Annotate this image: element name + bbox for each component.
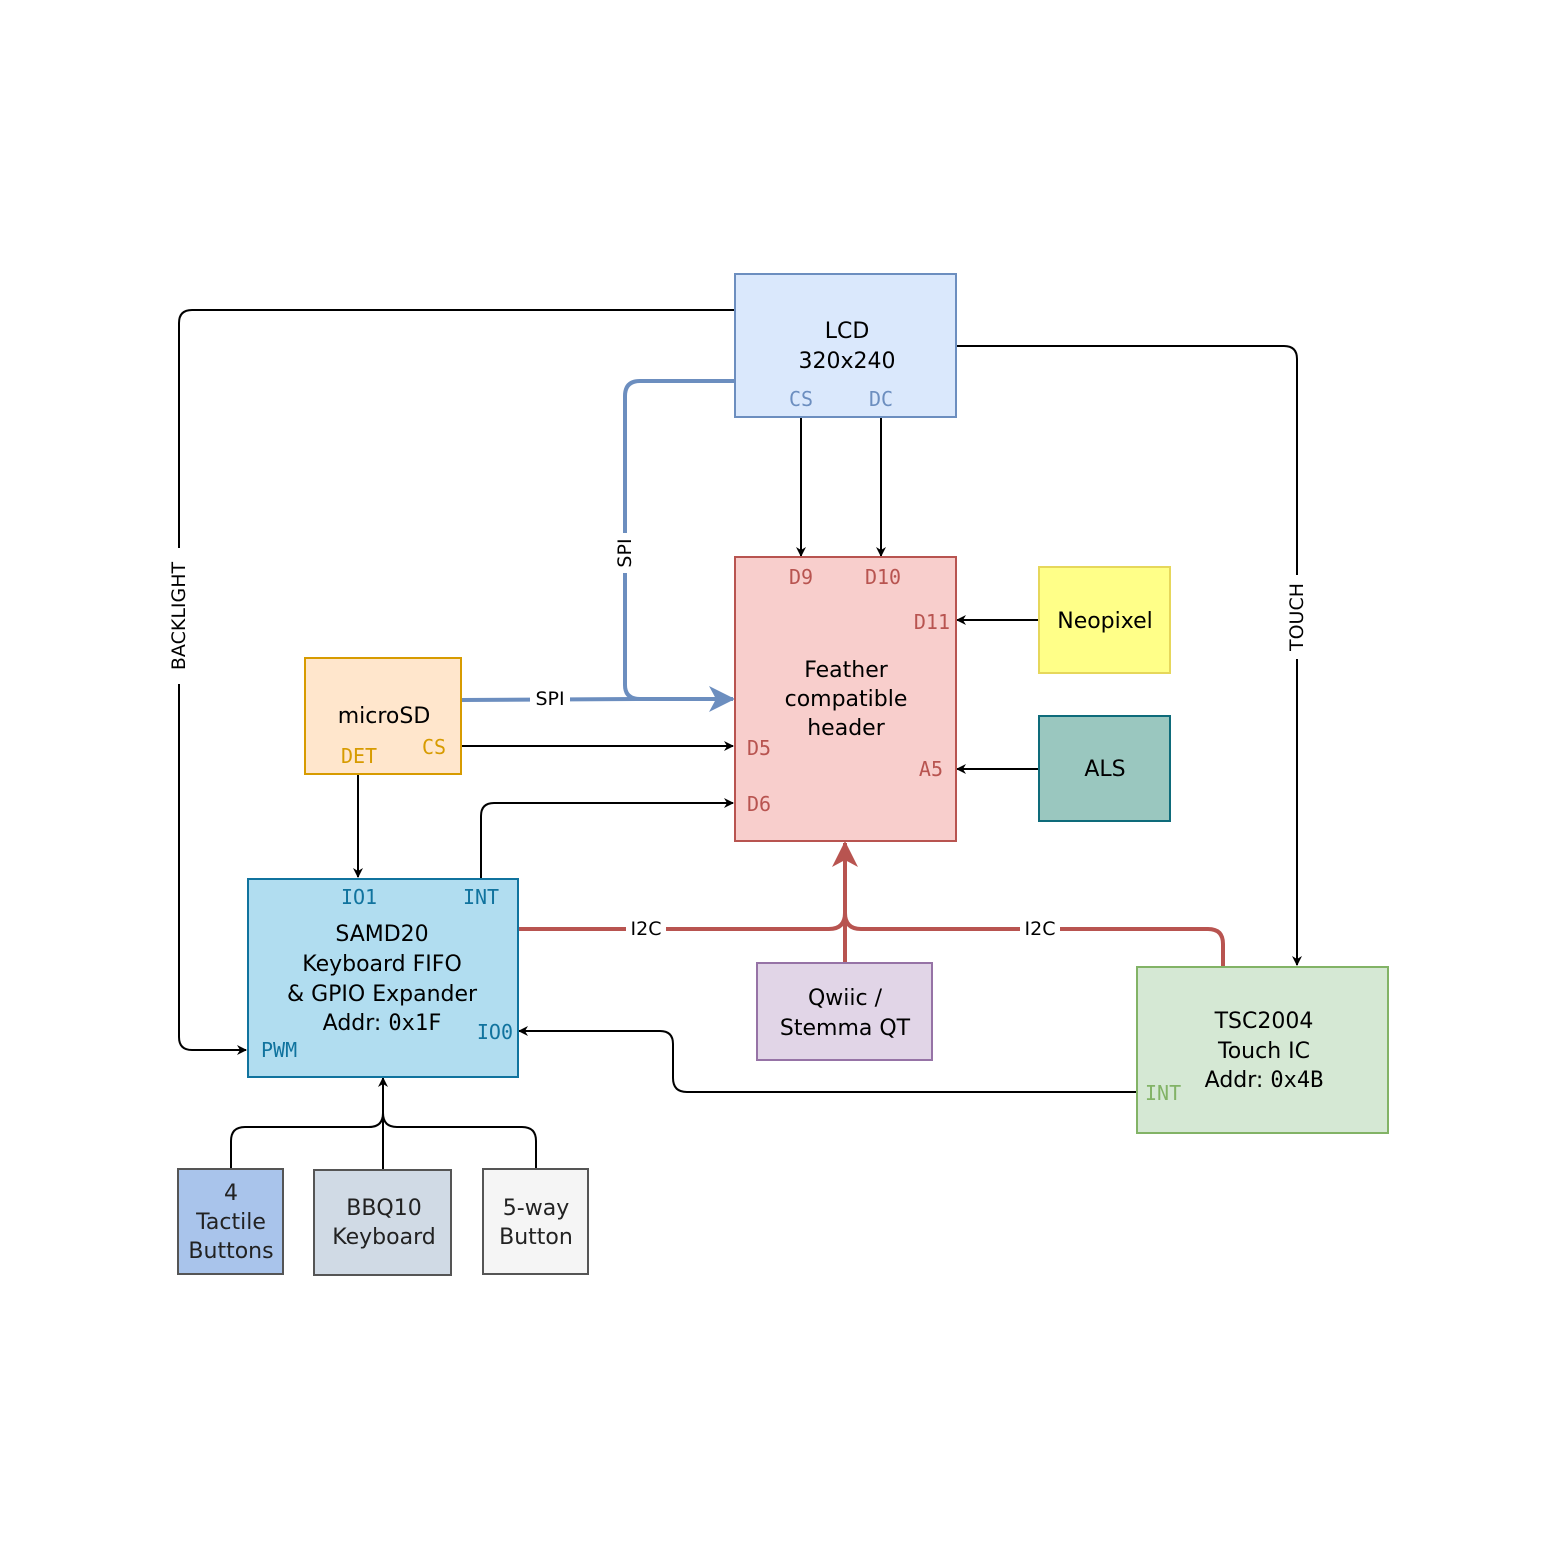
tactile-title-2: Tactile bbox=[195, 1210, 266, 1235]
microsd-pin-det: DET bbox=[341, 744, 377, 768]
qwiic-title-1: Qwiic / bbox=[808, 986, 883, 1011]
spi-lcd-connector bbox=[623, 379, 735, 712]
tactile-connector bbox=[230, 1112, 384, 1168]
lcd-node: LCD 320x240 CS DC bbox=[734, 273, 957, 418]
bbq-node: BBQ10 Keyboard bbox=[313, 1169, 452, 1276]
samd-pin-pwm: PWM bbox=[261, 1038, 297, 1062]
i2c-left-connector bbox=[519, 912, 847, 931]
samd-title-2: Keyboard FIFO bbox=[302, 952, 462, 977]
neopixel-title: Neopixel bbox=[1057, 609, 1153, 634]
edge-labels: BACKLIGHT TOUCH SPI SPI I2C I2C bbox=[167, 533, 1309, 940]
tsc-pin-int: INT bbox=[1145, 1081, 1181, 1105]
feather-pin-d6: D6 bbox=[747, 792, 771, 816]
als-node: ALS bbox=[1038, 715, 1171, 822]
touch-label: TOUCH bbox=[1286, 583, 1308, 652]
samd-addr-prefix: Addr: bbox=[323, 1011, 389, 1036]
samd-title-3: & GPIO Expander bbox=[287, 982, 478, 1007]
lcd-title: LCD bbox=[825, 319, 870, 344]
tactile-title-3: Buttons bbox=[188, 1239, 273, 1264]
tactile-node: 4 Tactile Buttons bbox=[177, 1168, 284, 1275]
tsc-int-connector bbox=[518, 1026, 1137, 1093]
way5-connector bbox=[382, 1112, 537, 1168]
lcd-pin-cs: CS bbox=[789, 387, 813, 411]
backlight-label: BACKLIGHT bbox=[168, 561, 190, 670]
microsd-title: microSD bbox=[338, 704, 431, 729]
samd-addr: Addr: 0x1F bbox=[323, 1011, 442, 1036]
bbq-title-1: BBQ10 bbox=[346, 1196, 422, 1221]
feather-node: Feather compatible header D9 D10 D11 D5 … bbox=[734, 556, 957, 842]
samd-pin-int: INT bbox=[463, 885, 499, 909]
qwiic-node: Qwiic / Stemma QT bbox=[756, 962, 933, 1061]
samd-node: SAMD20 Keyboard FIFO & GPIO Expander Add… bbox=[247, 878, 519, 1078]
lcd-pin-dc: DC bbox=[869, 387, 893, 411]
samd-title-1: SAMD20 bbox=[335, 922, 428, 947]
microsd-pin-cs: CS bbox=[422, 735, 446, 759]
i2c-right-label: I2C bbox=[1025, 918, 1056, 940]
neopixel-node: Neopixel bbox=[1038, 566, 1171, 674]
qwiic-title-2: Stemma QT bbox=[780, 1016, 911, 1041]
tsc-addr-value: 0x4B bbox=[1270, 1068, 1323, 1093]
microsd-node: microSD DET CS bbox=[304, 657, 462, 775]
tsc-title-2: Touch IC bbox=[1217, 1039, 1310, 1064]
way5-title-2: Button bbox=[499, 1225, 573, 1250]
bbq-title-2: Keyboard bbox=[332, 1225, 435, 1250]
feather-title-2: compatible bbox=[785, 687, 908, 712]
spi-lcd-label: SPI bbox=[614, 538, 636, 567]
lcd-resolution: 320x240 bbox=[798, 349, 895, 374]
feather-pin-d10: D10 bbox=[865, 565, 901, 589]
tsc-addr-prefix: Addr: bbox=[1205, 1068, 1271, 1093]
tsc-node: TSC2004 Touch IC Addr: 0x4B INT bbox=[1136, 966, 1389, 1134]
tsc-title-1: TSC2004 bbox=[1214, 1009, 1314, 1034]
feather-pin-d9: D9 bbox=[789, 565, 813, 589]
tsc-addr: Addr: 0x4B bbox=[1205, 1068, 1324, 1093]
samd-pin-io1: IO1 bbox=[341, 885, 377, 909]
way5-node: 5-way Button bbox=[482, 1168, 589, 1275]
i2c-left-label: I2C bbox=[631, 918, 662, 940]
feather-pin-d5: D5 bbox=[747, 736, 771, 760]
spi-sd-label: SPI bbox=[535, 688, 564, 710]
samd-pin-io0: IO0 bbox=[477, 1020, 513, 1044]
als-title: ALS bbox=[1084, 757, 1125, 782]
samd-addr-value: 0x1F bbox=[388, 1011, 441, 1036]
feather-title-3: header bbox=[807, 716, 885, 741]
samd-int-connector bbox=[480, 798, 734, 879]
way5-title-1: 5-way bbox=[503, 1196, 569, 1221]
touch-connector bbox=[957, 345, 1302, 966]
feather-pin-d11: D11 bbox=[914, 610, 950, 634]
feather-title-1: Feather bbox=[804, 658, 889, 683]
tactile-title-1: 4 bbox=[224, 1181, 238, 1206]
feather-pin-a5: A5 bbox=[919, 757, 943, 781]
